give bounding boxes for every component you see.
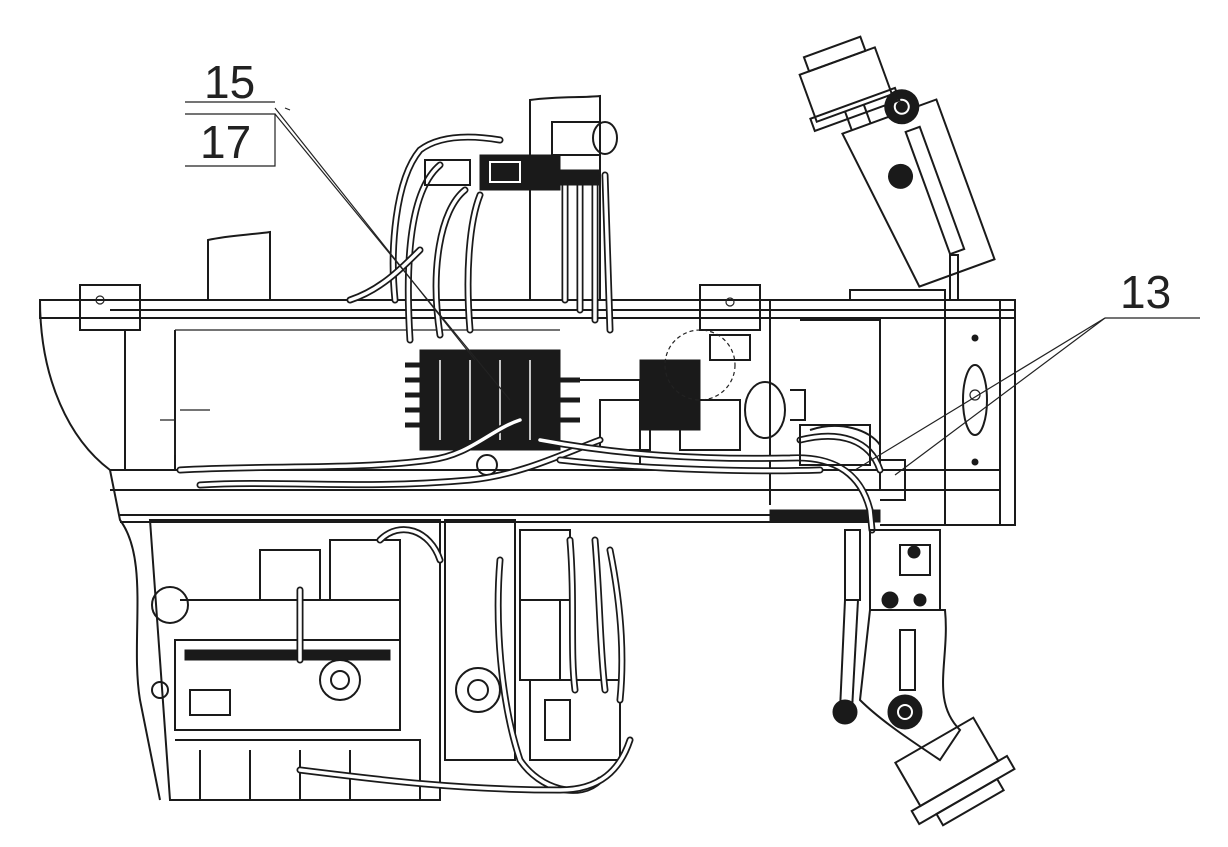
lower-steering-arm xyxy=(832,529,1016,827)
upper-arm-stop xyxy=(949,254,959,301)
pump-housing xyxy=(296,519,634,794)
right-bracket xyxy=(799,424,906,501)
engine xyxy=(148,519,444,801)
callout-label-13: 13 xyxy=(1120,266,1171,318)
callout-label-15: 15 xyxy=(204,56,255,108)
upper-arm-mount xyxy=(849,289,946,301)
solenoid-valve-top xyxy=(424,121,618,191)
control-valve-block xyxy=(405,329,806,476)
main-frame xyxy=(39,284,1016,801)
vertical-posts xyxy=(207,94,601,301)
callout-label-17: 17 xyxy=(200,116,251,168)
hose-bundle-upper xyxy=(346,133,614,344)
callout-13 xyxy=(854,317,1200,476)
upper-steering-arm xyxy=(798,35,996,288)
hose-bundle-lower xyxy=(176,416,884,534)
callout-15-17 xyxy=(185,101,511,401)
